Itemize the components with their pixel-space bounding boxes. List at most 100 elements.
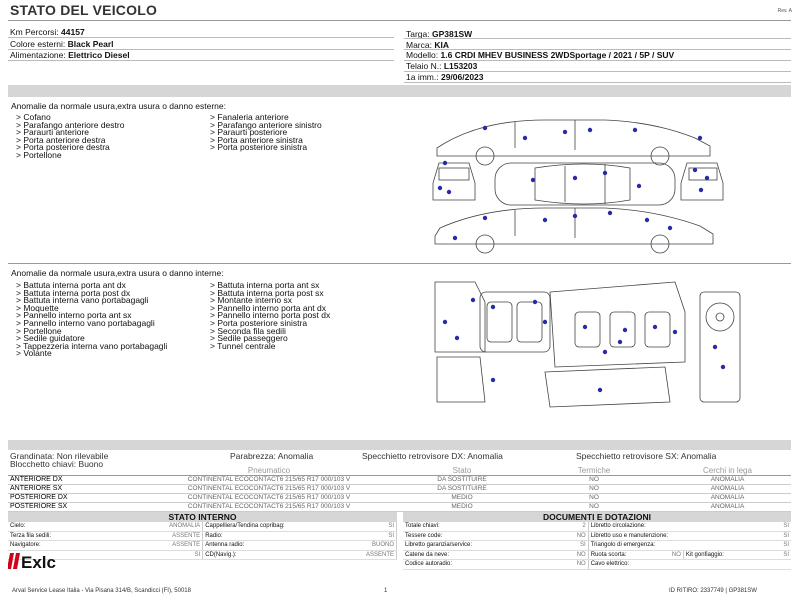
item-label: Kit gonfiaggio: xyxy=(683,550,748,560)
tire-state: MEDIO xyxy=(400,502,524,512)
color-label: Colore esterni: xyxy=(10,39,66,49)
tire-model: CONTINENTAL ECOCONTACT6 215/65 R17 000/1… xyxy=(138,475,400,485)
list-item: > Parafango anteriore sinistro xyxy=(210,119,322,130)
table-row: Catene da neve:NO Ruota scorta:NO Kit go… xyxy=(403,550,791,560)
plate-label: Targa: xyxy=(406,29,430,39)
list-item: > Battuta interna porta ant sx xyxy=(210,280,320,290)
item-value: NO xyxy=(512,559,589,570)
list-item: > Montante interno sx xyxy=(210,295,292,306)
tire-model: CONTINENTAL ECOCONTACT6 215/65 R17 000/1… xyxy=(138,484,400,494)
tire-winter: NO xyxy=(524,475,664,485)
item-label: Libretto garanzia/service: xyxy=(403,540,513,551)
item-label: Catene da neve: xyxy=(403,550,513,560)
list-item: > Battuta interna porta post sx xyxy=(210,287,324,298)
brand-label: Marca: xyxy=(406,40,432,50)
row-divider xyxy=(404,71,791,72)
list-item: > Seconda fila sedili xyxy=(210,325,286,336)
header-tire: Pneumatico xyxy=(138,467,400,476)
item-label: Cavo elettrico: xyxy=(588,559,748,570)
tire-winter: NO xyxy=(524,502,664,512)
tire-state: DA SOSTITUIRE xyxy=(400,475,524,485)
tire-rim: ANOMALIA xyxy=(664,502,791,512)
hail-label: Grandinata: xyxy=(10,451,55,461)
table-row: Navigatore:ASSENTE Antenna radio:BUONO xyxy=(8,540,397,551)
list-item: > Paraurti posteriore xyxy=(210,127,288,138)
footer-id: ID RITIRO: 2337749 | GP381SW xyxy=(669,588,757,594)
page-title: STATO DEL VEICOLO xyxy=(10,2,158,18)
header-state: Stato xyxy=(400,467,524,476)
tire-rim: ANOMALIA xyxy=(664,484,791,494)
row-divider xyxy=(404,49,791,50)
row-divider xyxy=(8,60,394,61)
table-row: Tessere code:NO Libretto uso e manutenzi… xyxy=(403,531,791,541)
item-label: Tessere code: xyxy=(403,531,513,541)
list-item: > Parafango anteriore destro xyxy=(16,119,125,130)
interior-list-right: > Battuta interna porta ant sx > Battuta… xyxy=(210,280,331,351)
exlc-logo: Exlc xyxy=(7,543,78,577)
internal-state-table: Cielo:ANOMALIA Cappelliera/Tendina copri… xyxy=(8,522,397,560)
table-row: Libretto garanzia/service:SI Triangolo d… xyxy=(403,540,791,551)
list-item: > Pannello interno porta ant sx xyxy=(16,310,132,321)
color-value: Black Pearl xyxy=(67,39,114,49)
exterior-car-diagram xyxy=(425,108,725,258)
interior-anomalies-title: Anomalie da normale usura,extra usura o … xyxy=(11,268,224,278)
plate-value: GP381SW xyxy=(432,29,473,39)
item-label: Terza fila sedili: xyxy=(8,531,128,541)
mirror-dx-status: Specchietto retrovisore DX: Anomalia xyxy=(362,451,503,461)
mirror-dx-label: Specchietto retrovisore DX: xyxy=(362,451,466,461)
tire-position: ANTERIORE DX xyxy=(8,475,138,485)
item-label: Cielo: xyxy=(8,522,128,532)
item-label: Triangolo di emergenza: xyxy=(588,540,748,551)
tire-model: CONTINENTAL ECOCONTACT6 215/65 R17 000/1… xyxy=(138,502,400,512)
list-item: > Sedile guidatore xyxy=(16,333,85,344)
list-item: > Porta posteriore destra xyxy=(16,142,110,153)
tires-header-row: Pneumatico Stato Termiche Cerchi in lega xyxy=(8,467,791,476)
frame-label: Telaio N.: xyxy=(406,61,442,71)
list-item: > Volante xyxy=(16,348,52,359)
list-item: > Tunnel centrale xyxy=(210,340,276,351)
row-divider xyxy=(8,37,394,38)
table-row: ANTERIORE DX CONTINENTAL ECOCONTACT6 215… xyxy=(8,475,791,485)
item-value: BUONO xyxy=(322,540,397,551)
list-item: > Fanaleria anteriore xyxy=(210,112,289,122)
footer-page-number: 1 xyxy=(384,588,388,594)
registration-field: 1a imm.: 29/06/2023 xyxy=(406,72,484,82)
tire-state: MEDIO xyxy=(400,493,524,503)
keylock-status: Blocchetto chiavi: Buono xyxy=(10,459,103,469)
item-value: SI xyxy=(747,550,791,560)
registration-label: 1a imm.: xyxy=(406,72,439,82)
list-item: > Sedile passeggero xyxy=(210,333,288,344)
list-item: > Pannello interno porta post dx xyxy=(210,310,331,321)
exterior-anomalies-title: Anomalie da normale usura,extra usura o … xyxy=(11,101,226,111)
item-value: ASSENTE xyxy=(322,550,397,560)
mirror-sx-value: Anomalia xyxy=(680,451,717,461)
model-field: Modello: 1.6 CRDI MHEV BUSINESS 2WDSport… xyxy=(406,50,674,60)
list-item: > Porta anteriore sinistra xyxy=(210,134,303,145)
table-row: Terza fila sedili:ASSENTE Radio:SI xyxy=(8,531,397,541)
list-item: > Cofano xyxy=(16,112,51,122)
item-value: SI xyxy=(322,531,397,541)
tire-model: CONTINENTAL ECOCONTACT6 215/65 R17 000/1… xyxy=(138,493,400,503)
row-divider xyxy=(404,38,791,39)
list-item: > Tappezzeria interna vano portabagagli xyxy=(16,340,168,351)
item-value: NO xyxy=(512,550,589,560)
table-row: Totale chiavi:2 Libretto circolazione:SI xyxy=(403,522,791,532)
tire-winter: NO xyxy=(524,484,664,494)
table-row: POSTERIORE DX CONTINENTAL ECOCONTACT6 21… xyxy=(8,493,791,503)
item-value xyxy=(747,559,791,570)
list-item: > Porta posteriore sinistra xyxy=(210,317,308,328)
interior-car-diagram xyxy=(425,272,765,412)
tire-winter: NO xyxy=(524,493,664,503)
list-item: > Battuta interna porta ant dx xyxy=(16,280,126,290)
tire-position: POSTERIORE DX xyxy=(8,493,138,503)
fuel-value: Elettrico Diesel xyxy=(68,50,130,60)
item-label: Codice autoradio: xyxy=(403,559,513,570)
keylock-label: Blocchetto chiavi: xyxy=(10,459,77,469)
item-value: SI xyxy=(322,522,397,532)
fuel-label: Alimentazione: xyxy=(10,50,66,60)
list-item: > Paraurti anteriore xyxy=(16,127,89,138)
item-label: Libretto uso e manutenzione: xyxy=(588,531,748,541)
exterior-list-right: > Fanaleria anteriore > Parafango anteri… xyxy=(210,112,322,152)
item-label: Totale chiavi: xyxy=(403,522,513,532)
row-divider xyxy=(8,49,394,50)
